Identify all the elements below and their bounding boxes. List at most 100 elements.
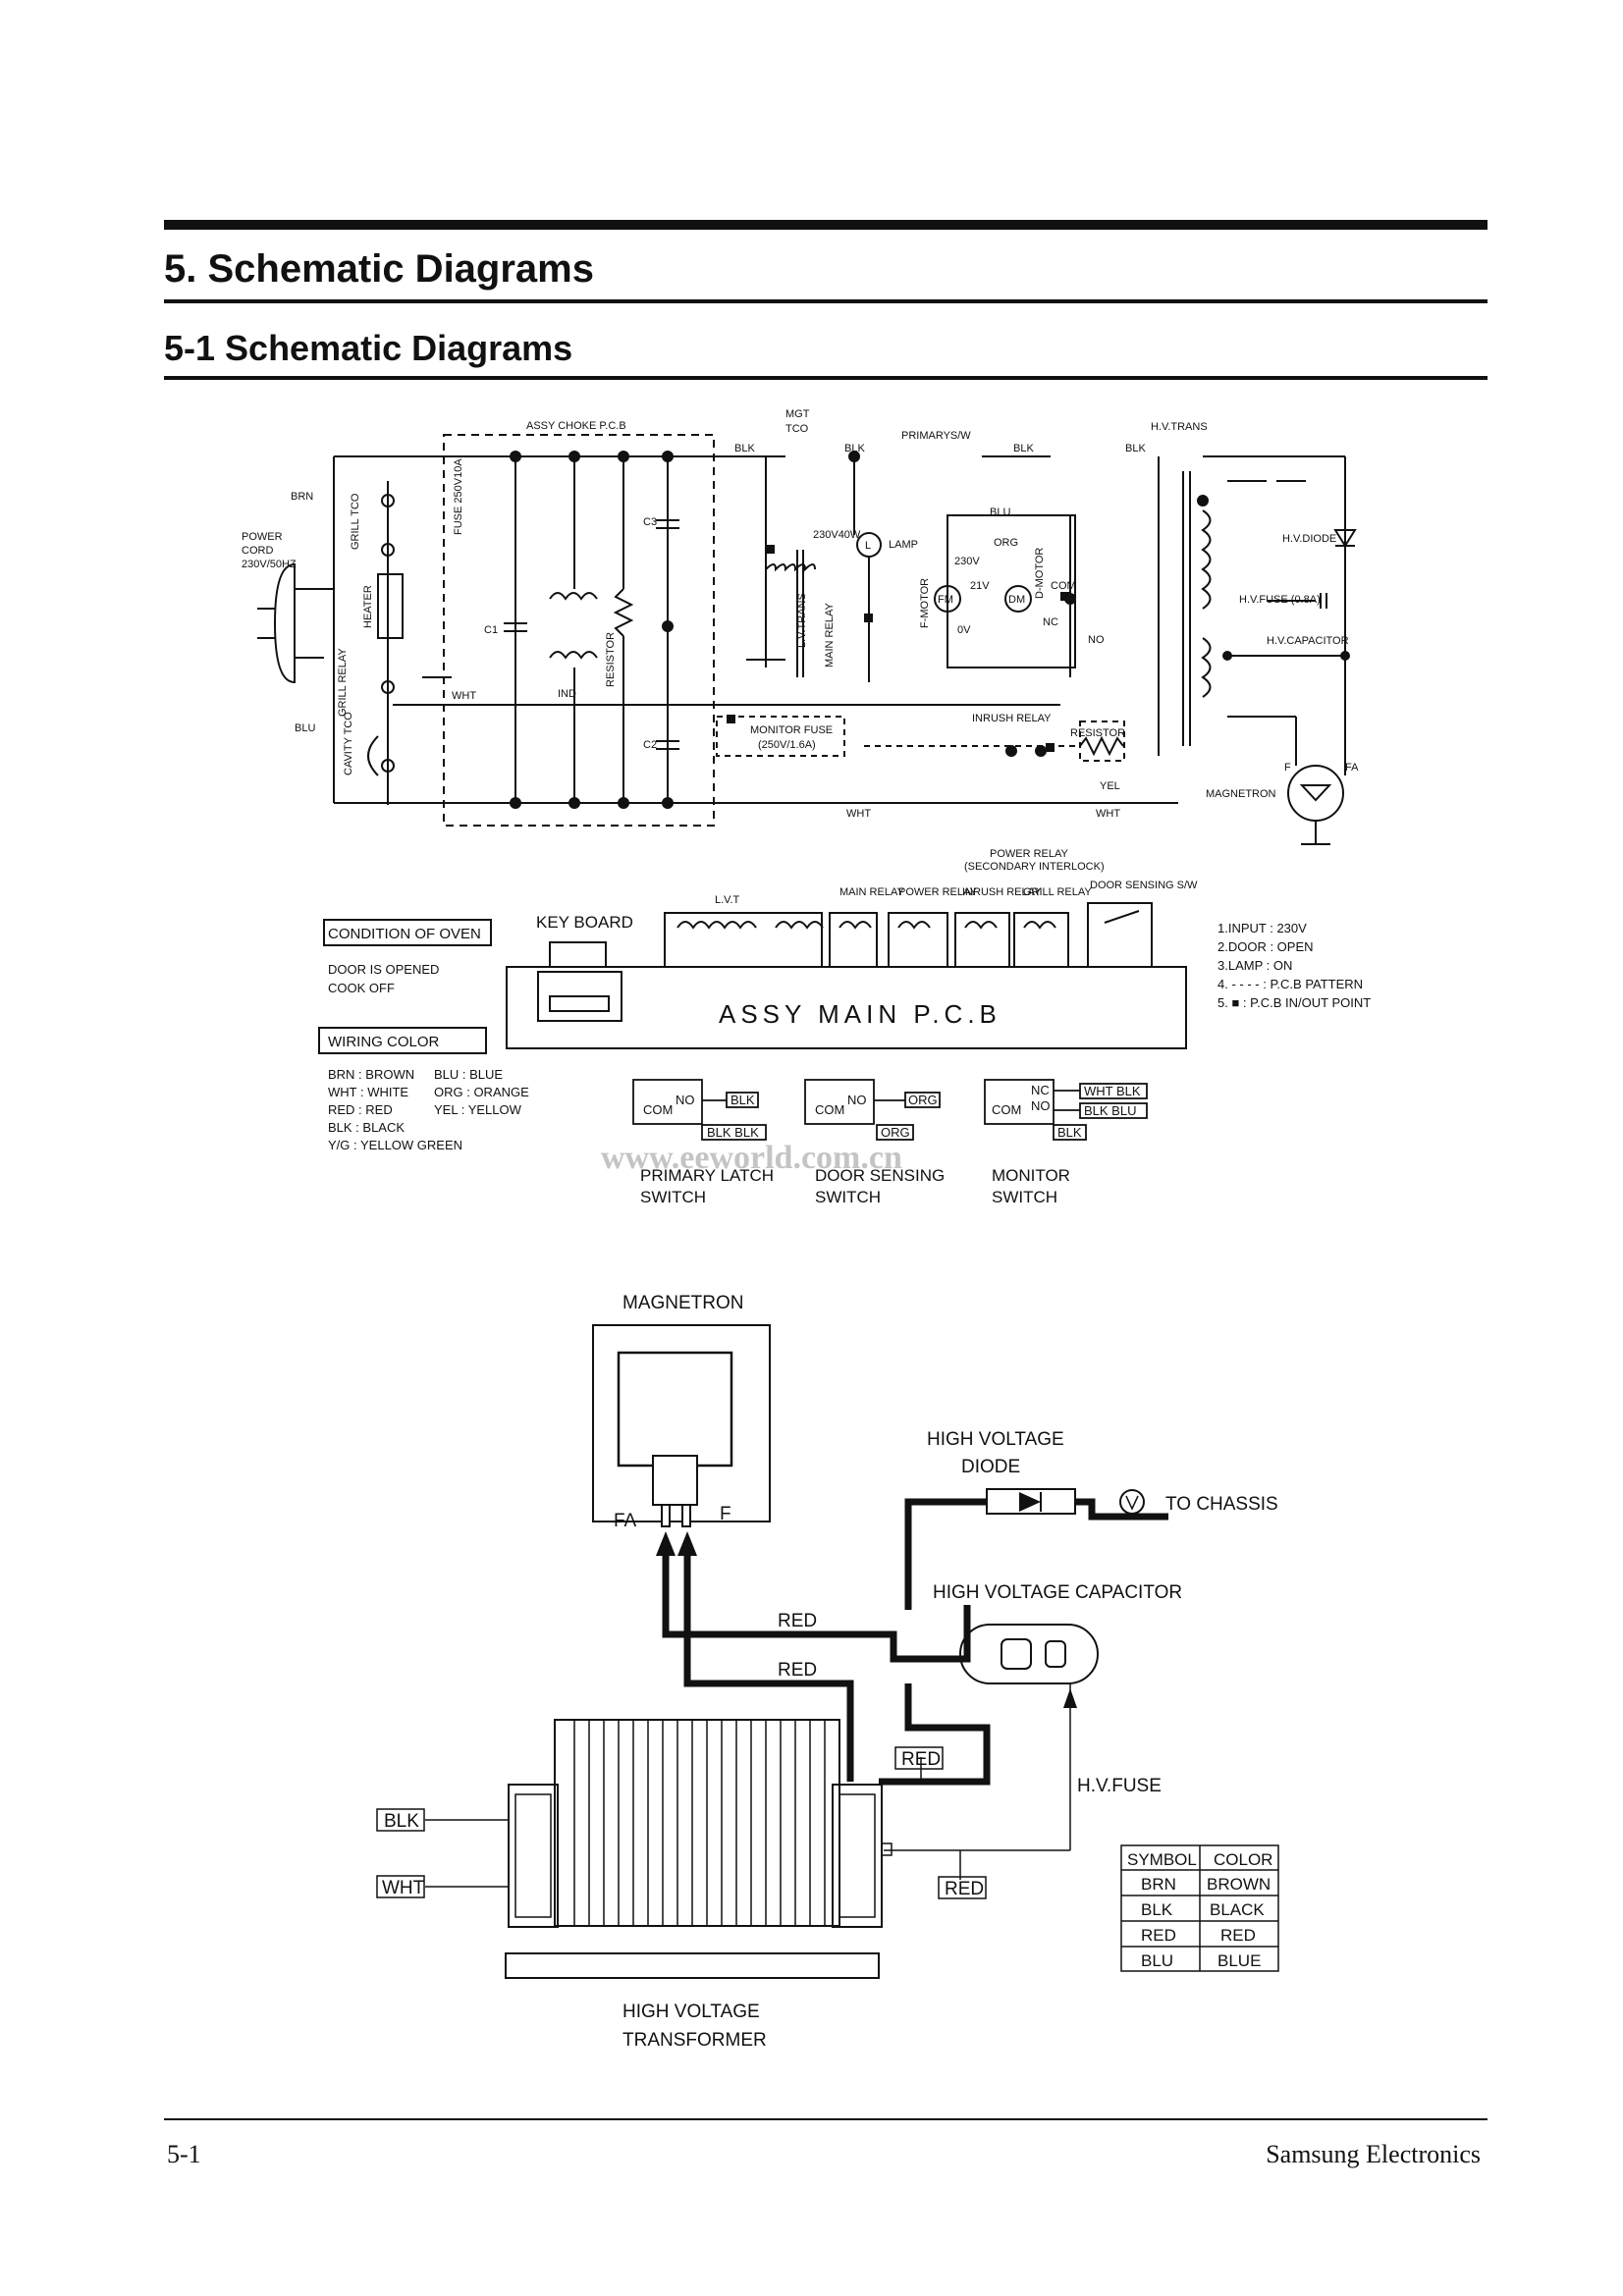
monitor-nc: NC <box>1031 1083 1050 1097</box>
f-motor-label: F-MOTOR <box>919 578 931 628</box>
main-relay-label: MAIN RELAY <box>824 603 836 667</box>
inrush-relay-label: INRUSH RELAY <box>972 713 1052 724</box>
org-label: ORG <box>994 537 1018 549</box>
section-title: 5. Schematic Diagrams <box>164 247 594 291</box>
table-row-1-symbol: BRN <box>1141 1875 1176 1894</box>
note-5: 5. ■ : P.C.B IN/OUT POINT <box>1217 995 1371 1010</box>
hv-fa-label: FA <box>614 1511 637 1531</box>
hv-labels: MAGNETRON FA F HIGH VOLTAGE DIODE TO CHA… <box>382 1293 1278 2051</box>
note-3: 3.LAMP : ON <box>1217 958 1292 973</box>
table-header-color: COLOR <box>1214 1850 1272 1869</box>
schematic-labels: ASSY CHOKE P.C.B MGT TCO PRIMARYS/W H.V.… <box>242 408 1359 873</box>
red-wire-label-4: RED <box>945 1879 984 1899</box>
wiring-left-2: WHT : WHITE <box>328 1085 408 1099</box>
assy-choke-label: ASSY CHOKE P.C.B <box>526 420 626 432</box>
fuse-label: FUSE 250V10A <box>453 458 464 535</box>
door-sensing-no: NO <box>847 1093 867 1107</box>
page-number: 5-1 <box>167 2140 201 2168</box>
pcb-door-sensing-label: DOOR SENSING S/W <box>1090 880 1198 891</box>
top-rule <box>164 220 1488 230</box>
blk-label-2: BLK <box>844 443 865 454</box>
power-cord-label-1: POWER <box>242 531 283 543</box>
color-table-text: SYMBOL COLOR BRN BROWN BLK BLACK RED RED… <box>1127 1850 1272 1970</box>
switch-names: PRIMARY LATCH SWITCH DOOR SENSING SWITCH… <box>640 1166 1070 1206</box>
c1-label: C1 <box>484 624 498 636</box>
table-row-2-symbol: BLK <box>1141 1900 1173 1919</box>
condition-title: CONDITION OF OVEN <box>328 926 481 942</box>
wiring-left-3: RED : RED <box>328 1102 393 1117</box>
mgt-tco-label: MGT <box>785 408 810 420</box>
f-label: F <box>1284 762 1291 774</box>
lamp-rating-label: 230V40W <box>813 529 861 541</box>
secondary-interlock-label: (SECONDARY INTERLOCK) <box>964 861 1105 873</box>
switch-boxes <box>632 1079 1148 1141</box>
door-sensing-wire-com: ORG <box>881 1125 910 1140</box>
monitor-wire-nc: WHT BLK <box>1084 1084 1141 1098</box>
title-underline <box>164 299 1488 303</box>
subtitle-underline <box>164 376 1488 380</box>
red-wire-label-2: RED <box>778 1660 817 1681</box>
note-1: 1.INPUT : 230V <box>1217 921 1307 935</box>
com-label: COM <box>1051 580 1076 592</box>
grill-relay-label: GRILL RELAY <box>337 648 349 717</box>
wht-label: WHT <box>452 690 476 702</box>
no-label: NO <box>1088 634 1105 646</box>
primary-latch-com: COM <box>643 1102 673 1117</box>
hv-capacitor-label: H.V.CAPACITOR <box>1267 635 1349 647</box>
table-row-4-color: BLUE <box>1217 1951 1261 1970</box>
fa-label: FA <box>1345 762 1359 774</box>
wiring-right-1: BLU : BLUE <box>434 1067 503 1082</box>
primary-sw-label: PRIMARYS/W <box>901 430 971 442</box>
c2-label: C2 <box>643 739 657 751</box>
lamp-label: LAMP <box>889 539 918 551</box>
color-table <box>1120 1844 1279 1972</box>
blk-wire-label: BLK <box>384 1811 419 1832</box>
hv-diode-label-2: DIODE <box>961 1457 1020 1477</box>
primary-latch-name-2: SWITCH <box>640 1188 706 1206</box>
transformer-laminations <box>425 1516 1168 1926</box>
pcb-grill-relay-label: GRILL RELAY <box>1023 886 1092 898</box>
main-pcb-block <box>318 902 1187 1054</box>
transformer-label-2: TRANSFORMER <box>622 2030 767 2051</box>
blk-label-3: BLK <box>1013 443 1034 454</box>
wht-wire-label: WHT <box>382 1878 425 1898</box>
hv-fuse-label: H.V.FUSE (0.8A) <box>1239 594 1321 606</box>
brn-label: BRN <box>291 491 313 503</box>
note-2: 2.DOOR : OPEN <box>1217 939 1314 954</box>
table-row-2-color: BLACK <box>1210 1900 1265 1919</box>
pcb-inrush-relay-label: INRUSH RELAY <box>962 886 1042 898</box>
monitor-name: MONITOR <box>992 1166 1070 1185</box>
table-row-3-symbol: RED <box>1141 1926 1176 1945</box>
cavity-tco-label: CAVITY TCO <box>343 712 354 775</box>
table-row-4-symbol: BLU <box>1141 1951 1173 1970</box>
monitor-fuse-rating: (250V/1.6A) <box>758 739 816 751</box>
red-wire-label-1: RED <box>778 1611 817 1631</box>
nc-label: NC <box>1043 616 1058 628</box>
lvt-trans-label: L.V.TRANS <box>796 593 808 648</box>
wiring-left-4: BLK : BLACK <box>328 1120 405 1135</box>
hv-capacitor-diagram-label: HIGH VOLTAGE CAPACITOR <box>933 1582 1182 1603</box>
transformer-label-1: HIGH VOLTAGE <box>622 2002 760 2022</box>
wht-label-2: WHT <box>846 808 871 820</box>
hv-magnetron-label: MAGNETRON <box>622 1293 744 1313</box>
v0-label: 0V <box>957 624 971 636</box>
dm-label: DM <box>1008 594 1025 606</box>
blu-label: BLU <box>295 722 315 734</box>
door-sensing-wire-no: ORG <box>908 1093 938 1107</box>
hv-label-boxes <box>376 1746 987 1899</box>
footer-company: Samsung Electronics <box>1266 2140 1481 2168</box>
condition-line-1: DOOR IS OPENED <box>328 962 439 977</box>
magnetron-label: MAGNETRON <box>1206 788 1276 800</box>
key-board-label: KEY BOARD <box>536 913 633 932</box>
to-chassis-label: TO CHASSIS <box>1165 1494 1278 1515</box>
blk-label-4: BLK <box>1125 443 1146 454</box>
fm-label: FM <box>938 594 953 606</box>
wiring-title: WIRING COLOR <box>328 1034 440 1050</box>
hv-diode-label-1: HIGH VOLTAGE <box>927 1429 1064 1450</box>
power-relay-label: POWER RELAY <box>990 848 1069 860</box>
hv-f-label: F <box>720 1504 731 1524</box>
switch-labels: COM NO BLK BLK BLK COM NO ORG ORG COM NC… <box>643 1083 1141 1140</box>
resistor-vertical-label: RESISTOR <box>605 632 617 687</box>
watermark: www.eeworld.com.cn <box>601 1140 902 1176</box>
table-row-1-color: BROWN <box>1207 1875 1271 1894</box>
